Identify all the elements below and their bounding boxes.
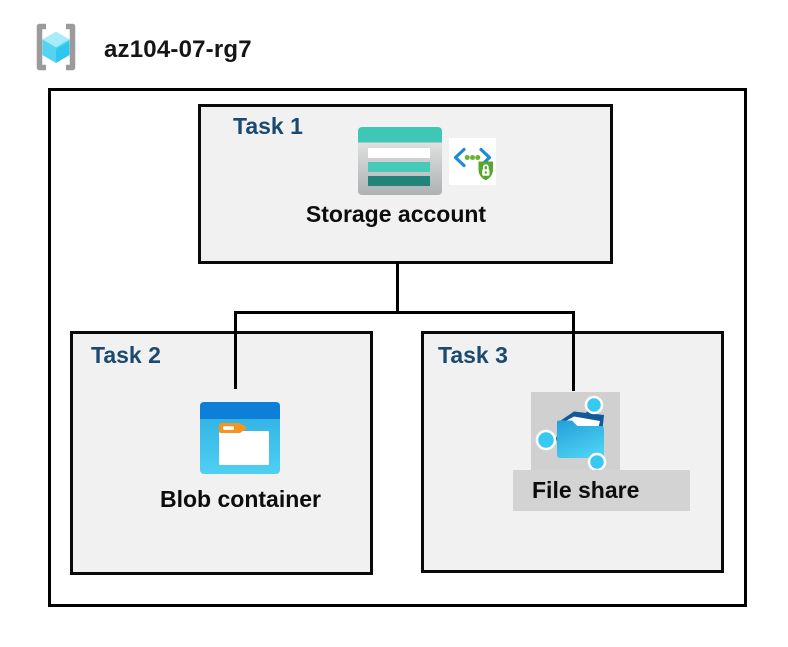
connector-to-fileshare bbox=[572, 311, 575, 391]
task1-label: Task 1 bbox=[233, 113, 303, 139]
connector-storage-down bbox=[396, 262, 399, 313]
task2-label: Task 2 bbox=[91, 342, 161, 368]
task1-box: Task 1 Storage bbox=[198, 104, 613, 264]
file-share-label: File share bbox=[532, 477, 640, 503]
connector-horizontal bbox=[234, 311, 575, 314]
task3-label: Task 3 bbox=[438, 342, 508, 368]
file-share-label-background: File share bbox=[513, 470, 690, 511]
connector-to-blob bbox=[234, 311, 237, 389]
blob-container-icon bbox=[200, 402, 280, 474]
secure-endpoint-icon bbox=[449, 138, 496, 185]
storage-account-label: Storage account bbox=[305, 201, 487, 227]
resource-group-name: az104-07-rg7 bbox=[104, 36, 252, 63]
blob-container-label: Blob container bbox=[159, 486, 321, 512]
file-share-icon bbox=[535, 395, 607, 470]
file-share-icon-background bbox=[531, 392, 620, 470]
task2-box: Task 2 Blob container bbox=[70, 331, 373, 575]
resource-group-icon bbox=[36, 23, 76, 71]
storage-account-icon bbox=[358, 127, 442, 195]
